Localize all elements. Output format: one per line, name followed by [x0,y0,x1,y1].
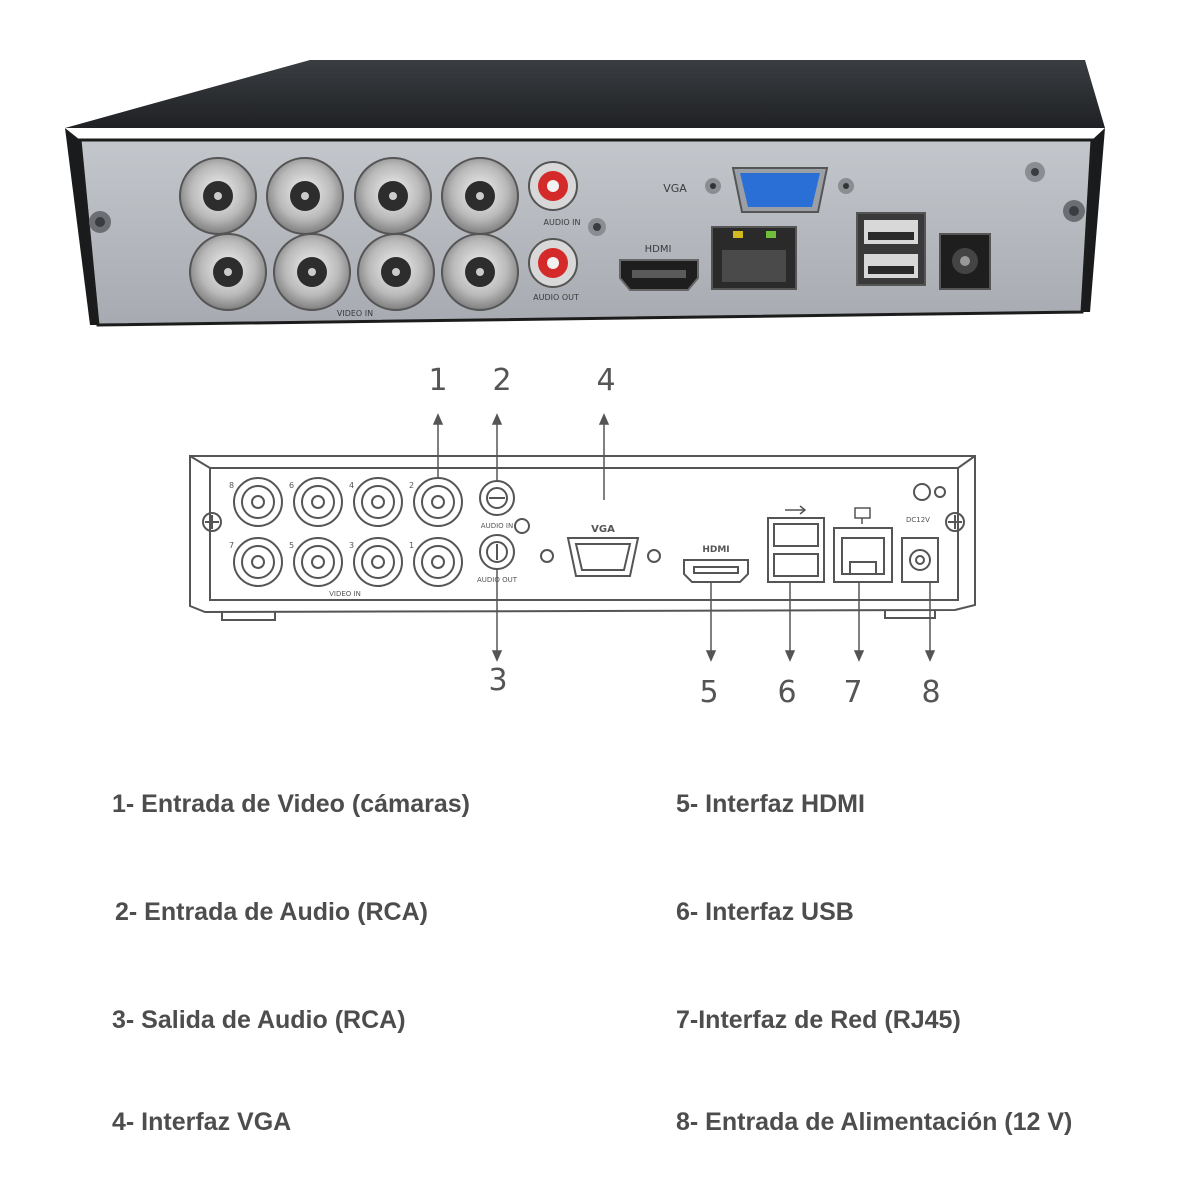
bnc-number: 2 [409,481,414,490]
photo-rca-audio-out [528,238,578,288]
diagram-usb-ports [767,517,825,583]
diagram-screws [202,483,965,563]
diagram-hdmi-label: HDMI [702,545,729,555]
callout-7: 7 [843,675,862,710]
chassis-side [65,128,100,325]
bnc-number: 7 [229,541,234,550]
diagram-top-edge [189,455,976,469]
bnc-connector [441,157,519,235]
chassis-side-right [1080,128,1105,312]
legend-item-8: 8- Entrada de Alimentación (12 V) [676,1108,1073,1136]
diagram-audio-in [479,480,515,516]
photo-video-in-label: VIDEO IN [337,309,373,318]
bnc-number: 6 [289,481,294,490]
bnc-number: 1 [409,541,414,550]
photo-rca-audio-in [528,161,578,211]
bnc-number: 5 [289,541,294,550]
diagram-network-symbol-icon [854,507,871,524]
callout-5: 5 [699,675,718,710]
bnc-connector [273,233,351,311]
diagram-vga-label: VGA [591,524,615,535]
diagram-dc-label: DC12V [906,516,930,524]
callout-2: 2 [492,363,511,398]
photo-usb-ports [856,212,926,286]
diagram-audio-out [479,534,515,570]
diagram-panel-inner [209,468,959,601]
photo-hdmi-label: HDMI [645,244,672,255]
diagram-dc-jack [901,537,939,583]
bnc-connector [266,157,344,235]
callout-1: 1 [428,363,447,398]
photo-hdmi-port [619,259,699,291]
bnc-connector [354,157,432,235]
diagram-bnc-numbers: 8 6 4 2 7 5 3 1 [229,481,414,550]
photo-dc-jack [939,233,991,290]
bnc-number: 4 [349,481,354,490]
legend-item-2: 2- Entrada de Audio (RCA) [115,898,428,926]
diagram-video-in-label: VIDEO IN [329,590,361,598]
callout-4: 4 [596,363,615,398]
bnc-connector [357,233,435,311]
diagram-bnc-group [233,477,463,587]
bnc-connector [189,233,267,311]
legend-item-1: 1- Entrada de Video (cámaras) [112,790,471,818]
photo-rj45-port [711,226,797,290]
diagram-feet [221,610,936,621]
diagram-hdmi-port [683,559,749,583]
rear-panel-diagram: 8 6 4 2 7 5 3 1 VIDEO IN AUDIO IN AUDIO … [189,363,976,710]
diagram-audio-in-label: AUDIO IN [481,522,513,530]
diagram-rj45-port [833,527,893,583]
bnc-connector [441,233,519,311]
legend-item-3: 3- Salida de Audio (RCA) [112,1006,406,1034]
legend-item-7: 7-Interfaz de Red (RJ45) [676,1006,961,1034]
legend-item-5: 5- Interfaz HDMI [676,790,865,818]
bnc-connector [179,157,257,235]
dvr-photo: VIDEO IN AUDIO IN AUDIO OUT VGA HDMI [65,60,1105,327]
diagram-callouts: 1 2 4 3 5 6 7 8 [428,363,940,710]
photo-vga-port [731,167,829,213]
diagram-vga-port [566,537,640,577]
legend-item-6: 6- Interfaz USB [676,898,854,926]
photo-audio-out-label: AUDIO OUT [533,293,579,302]
callout-8: 8 [921,675,940,710]
callout-6: 6 [777,675,796,710]
legend-item-4: 4- Interfaz VGA [112,1108,292,1136]
callout-3: 3 [488,663,507,698]
diagram-callout-lines [432,413,936,662]
diagram-usb-symbol-icon [785,505,807,515]
photo-audio-in-label: AUDIO IN [543,218,580,227]
bnc-number: 8 [229,481,234,490]
bnc-number: 3 [349,541,354,550]
photo-vga-label: VGA [663,182,687,195]
chassis-top [65,60,1105,128]
photo-bnc-group [179,157,519,311]
panel-screws [89,162,1085,236]
